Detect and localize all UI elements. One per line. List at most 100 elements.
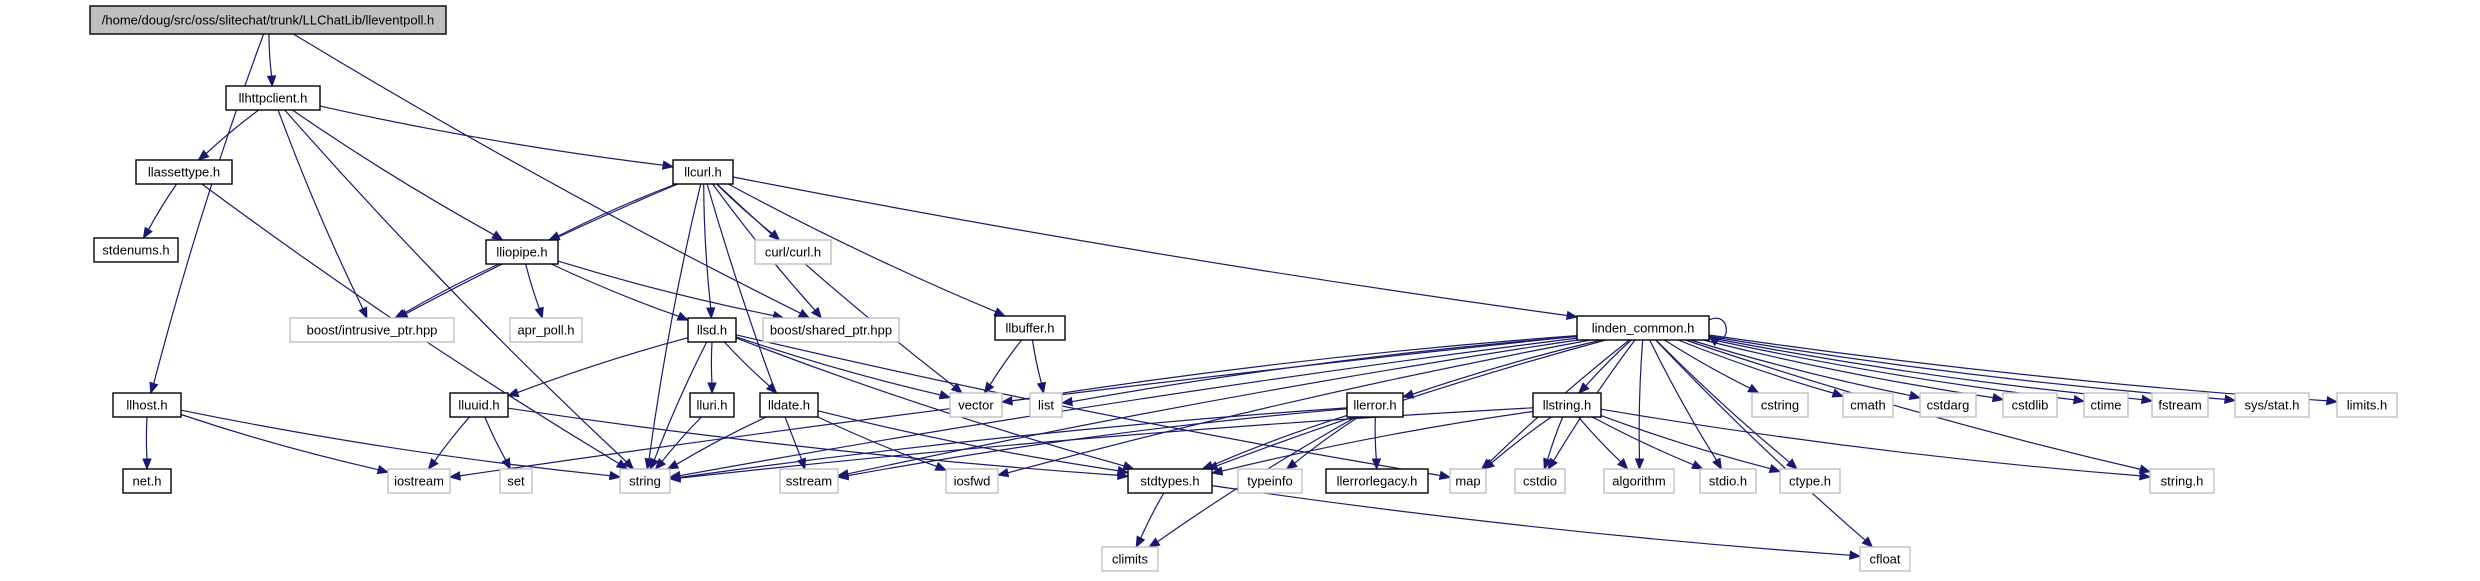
node-typeinfo: typeinfo: [1237, 468, 1303, 494]
edge-lliopipe-to-shared: [557, 260, 785, 320]
node-shared: boost/shared_ptr.hpp: [762, 317, 900, 343]
node-box: [93, 237, 179, 263]
edge-linden-to-cstring: [1664, 339, 1760, 394]
node-box: [779, 468, 839, 494]
edge-llcurl-to-linden: [732, 176, 1579, 321]
edge-lldate-to-string: [666, 416, 767, 470]
node-linden[interactable]: linden_common.h: [1576, 315, 1710, 341]
node-box: [687, 317, 737, 343]
node-box: [89, 5, 447, 35]
edge-root-to-llhost: [149, 33, 265, 395]
node-llstring[interactable]: llstring.h: [1532, 392, 1602, 418]
node-lluri[interactable]: lluri.h: [689, 392, 735, 418]
node-lldate[interactable]: lldate.h: [759, 392, 819, 418]
edge-llbuffer-to-vector: [983, 339, 1023, 395]
node-box: [2002, 392, 2058, 418]
node-box: [949, 392, 1003, 418]
edge-llstring-to-stdtypes: [1210, 410, 1534, 476]
node-llsd[interactable]: llsd.h: [687, 317, 737, 343]
edge-lliopipe-to-llsd: [550, 263, 690, 321]
edge-llsd-to-stdtypes: [735, 337, 1135, 471]
node-lluuid[interactable]: lluuid.h: [449, 392, 509, 418]
node-sysstat: sys/stat.h: [2234, 392, 2310, 418]
node-label: set: [507, 474, 525, 489]
edge-lliopipe-to-aprpoll: [525, 263, 544, 320]
edge-llerror-to-sstream: [836, 408, 1348, 481]
node-box: [1325, 468, 1429, 494]
node-label: stdio.h: [1709, 474, 1747, 489]
node-algorithm: algorithm: [1603, 468, 1675, 494]
node-llcurl[interactable]: llcurl.h: [672, 159, 734, 185]
node-root[interactable]: /home/doug/src/oss/slitechat/trunk/LLCha…: [89, 5, 447, 35]
node-string: string: [619, 468, 671, 494]
node-box: [449, 392, 509, 418]
edge-linden-to-cstdlib: [1703, 339, 2005, 403]
node-aprpoll: apr_poll.h: [509, 317, 583, 343]
node-neth[interactable]: net.h: [122, 468, 172, 494]
node-llerror[interactable]: llerror.h: [1346, 392, 1404, 418]
node-stringh: string.h: [2149, 468, 2215, 494]
node-label: cstdarg: [1927, 398, 1970, 413]
edge-root-to-llhttpclient: [266, 33, 277, 88]
node-label: climits: [1112, 552, 1149, 567]
edge-llstring-to-stringh: [1600, 408, 2152, 481]
edge-linden-to-iostream: [448, 335, 1578, 481]
node-box: [1449, 468, 1487, 494]
node-stdenums[interactable]: stdenums.h: [93, 237, 179, 263]
node-llbuffer[interactable]: llbuffer.h: [994, 315, 1066, 341]
node-label: llassettype.h: [148, 165, 220, 180]
node-box: [1237, 468, 1303, 494]
node-label: linden_common.h: [1592, 321, 1695, 336]
edge-llhttpclient-to-intrusive: [277, 109, 368, 320]
edge-llassettype-to-stdenums: [142, 183, 178, 240]
node-label: boost/intrusive_ptr.hpp: [307, 323, 438, 338]
edge-lliopipe-to-intrusive: [393, 263, 500, 319]
node-label: limits.h: [2347, 398, 2387, 413]
node-llerrorlegacy[interactable]: llerrorlegacy.h: [1325, 468, 1429, 494]
node-lliopipe[interactable]: lliopipe.h: [485, 239, 559, 265]
node-climits: climits: [1101, 546, 1159, 572]
node-label: ctype.h: [1789, 474, 1831, 489]
node-list: list: [1029, 392, 1063, 418]
node-box: [1603, 468, 1675, 494]
node-box: [754, 239, 832, 265]
node-cstdio: cstdio: [1514, 468, 1566, 494]
edge-llstring-to-ctypeh: [1600, 415, 1782, 473]
node-label: llbuffer.h: [1006, 321, 1055, 336]
node-box: [689, 392, 735, 418]
node-box: [619, 468, 671, 494]
node-label: stdenums.h: [102, 243, 169, 258]
node-label: algorithm: [1612, 474, 1665, 489]
node-label: ctime: [2090, 398, 2121, 413]
edge-llstring-to-string: [668, 407, 1534, 483]
node-llhost[interactable]: llhost.h: [112, 392, 182, 418]
edge-llerror-to-typeinfo: [1285, 416, 1359, 470]
node-label: lluri.h: [696, 398, 727, 413]
edge-llhttpclient-to-llassettype: [197, 109, 259, 161]
node-label: llsd.h: [697, 323, 727, 338]
node-iostream: iostream: [387, 468, 451, 494]
node-box: [1842, 392, 1894, 418]
node-stdtypes[interactable]: stdtypes.h: [1127, 468, 1213, 494]
node-llhttpclient[interactable]: llhttpclient.h: [225, 85, 321, 111]
node-cstring: cstring: [1751, 392, 1809, 418]
edge-llsd-to-map: [735, 334, 1452, 481]
node-box: [1859, 546, 1911, 572]
node-box: [1751, 392, 1809, 418]
node-box: [1127, 468, 1213, 494]
node-box: [1532, 392, 1602, 418]
node-cfloat: cfloat: [1859, 546, 1911, 572]
edge-llsd-to-lluri: [707, 341, 717, 395]
nodes-layer: /home/doug/src/oss/slitechat/trunk/LLCha…: [89, 5, 2398, 572]
node-label: llstring.h: [1543, 398, 1591, 413]
edge-llsd-to-vector: [735, 336, 952, 400]
node-label: cstring: [1761, 398, 1799, 413]
node-llassettype[interactable]: llassettype.h: [135, 159, 233, 185]
node-box: [289, 317, 455, 343]
edge-llstring-to-cstdio: [1543, 416, 1564, 471]
node-label: /home/doug/src/oss/slitechat/trunk/LLCha…: [102, 13, 434, 28]
node-label: list: [1038, 398, 1054, 413]
edge-llerror-to-llerrorlegacy: [1371, 416, 1382, 471]
edge-llcurl-to-vector: [716, 183, 963, 394]
